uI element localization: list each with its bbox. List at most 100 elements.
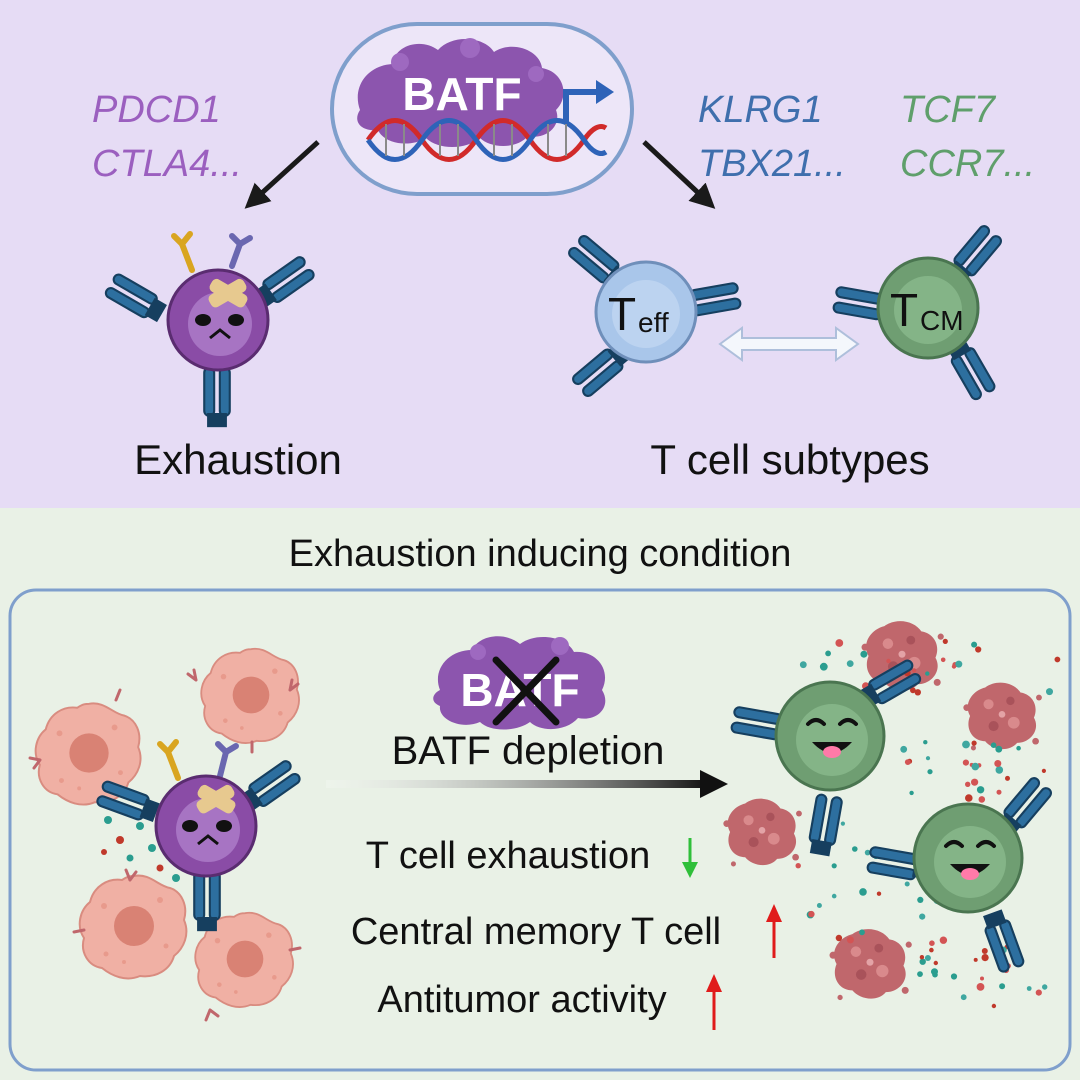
cytokine-dot xyxy=(925,671,930,676)
cytokine-dot xyxy=(900,745,908,753)
cytokine-dot xyxy=(835,639,844,647)
cytokine-dot xyxy=(925,756,931,761)
cytokine-dot xyxy=(999,983,1006,990)
cytokine-dot xyxy=(978,796,986,803)
gene-tcf7: TCF7 xyxy=(900,89,997,131)
cytokine-dot xyxy=(965,781,971,787)
teff-label-sub: eff xyxy=(638,307,669,338)
cytokine-dot xyxy=(942,638,948,645)
cytokine-dot xyxy=(835,934,843,942)
cytokine-dot xyxy=(919,958,926,965)
cytokine-dot xyxy=(825,650,831,657)
transcription-arrow-icon xyxy=(563,80,614,124)
cytokine-dot xyxy=(929,940,935,946)
cytokine-dot xyxy=(971,641,978,648)
batf-transcription-capsule: BATF xyxy=(330,22,634,196)
cytokine-dot xyxy=(933,960,938,966)
cytokine-dot xyxy=(864,849,871,856)
bottom-heading: Exhaustion inducing condition xyxy=(289,533,792,575)
gene-pdcd1: PDCD1 xyxy=(92,89,221,131)
cytokine-dot xyxy=(960,994,967,1001)
tcm-label-main: T xyxy=(890,284,918,336)
outcome-exhaustion: T cell exhaustion xyxy=(366,835,650,877)
cytokine-dot xyxy=(846,936,854,944)
cytokine-dot xyxy=(981,954,989,962)
cytokine-dot xyxy=(816,903,822,908)
cytokine-dot xyxy=(904,759,911,765)
cytokine-dot xyxy=(831,893,837,899)
cytokine-dot xyxy=(973,957,978,962)
cytokine-dot xyxy=(917,896,924,904)
cytokine-dots-left xyxy=(101,816,180,882)
cytokine-dot xyxy=(965,794,973,802)
teff-label-main: T xyxy=(608,288,636,340)
outcome-central-memory: Central memory T cell xyxy=(351,911,721,953)
cytokine-dot xyxy=(962,740,970,749)
tumor-cell-icon xyxy=(200,647,300,744)
tcm-label-sub: CM xyxy=(920,305,964,336)
depletion-arrow xyxy=(326,770,728,798)
cytokine-dot xyxy=(1016,745,1021,751)
exhausted-t-cell-bottom-icon xyxy=(94,739,303,933)
outcome-antitumor: Antitumor activity xyxy=(377,979,666,1021)
dna-helix-icon xyxy=(365,118,608,162)
cytokine-dot xyxy=(995,766,1004,774)
cytokine-dot xyxy=(795,863,801,869)
happy-t-cell-icon xyxy=(865,775,1055,975)
cytokine-dot xyxy=(939,936,948,944)
cytokine-dot xyxy=(1042,984,1048,990)
cytokine-dot xyxy=(976,983,985,991)
cytokine-dot xyxy=(919,913,926,920)
cytokine-dot xyxy=(859,929,865,936)
gene-klrg1: KLRG1 xyxy=(698,89,823,131)
double-arrow-icon xyxy=(718,326,860,362)
cytokine-dot xyxy=(940,657,946,663)
batf-label-bottom: BATF xyxy=(460,664,579,716)
cytokine-dot xyxy=(981,948,988,954)
up-arrow-icon xyxy=(706,974,722,1030)
cytokine-dot xyxy=(859,888,867,896)
cytokine-dot xyxy=(840,821,846,826)
tumor-cells-left xyxy=(28,647,302,1022)
cytokine-dot xyxy=(1035,989,1042,996)
cytokine-dot xyxy=(911,668,917,673)
cytokine-dot xyxy=(1026,986,1032,991)
cytokine-dot xyxy=(860,650,868,658)
cytokine-dot xyxy=(971,762,980,771)
cytokine-dot xyxy=(909,790,914,796)
gene-tbx21: TBX21... xyxy=(698,143,846,185)
cytokine-dot xyxy=(975,646,982,653)
cytokine-dot xyxy=(886,658,891,664)
cytokine-dot xyxy=(904,881,910,887)
cytokine-dot xyxy=(980,976,984,981)
cytokine-dot xyxy=(914,689,921,696)
cytokine-dot xyxy=(846,660,854,667)
happy-t-cell-icon xyxy=(729,657,923,858)
cytokine-dot xyxy=(917,971,923,977)
cytokine-dot xyxy=(962,759,970,766)
cytokine-dot xyxy=(923,740,928,745)
cytokine-dot xyxy=(951,664,957,669)
cytokine-dot xyxy=(996,789,1002,795)
cytokine-dot xyxy=(1005,775,1010,781)
cytokine-dot xyxy=(808,910,815,918)
cytokine-dot xyxy=(950,973,958,980)
cytokine-dot xyxy=(910,687,916,694)
arrow-to-subtypes xyxy=(642,140,716,209)
exhausted-t-cell-icon xyxy=(103,231,317,429)
up-arrow-icon xyxy=(766,904,782,958)
cytokine-dot xyxy=(924,955,931,961)
cross-mark-icon xyxy=(492,656,560,726)
depletion-label: BATF depletion xyxy=(392,729,665,773)
cytokine-dot xyxy=(1041,768,1046,774)
gene-ctla4: CTLA4... xyxy=(92,143,242,185)
gene-ccr7: CCR7... xyxy=(900,143,1035,185)
cytokine-dot xyxy=(995,745,1003,753)
arrow-to-exhaustion xyxy=(244,140,320,209)
cytokine-dot xyxy=(927,769,933,775)
cytokine-dot xyxy=(1054,656,1061,663)
cytokine-dot xyxy=(991,1003,997,1009)
cytokine-dot xyxy=(994,760,1002,767)
